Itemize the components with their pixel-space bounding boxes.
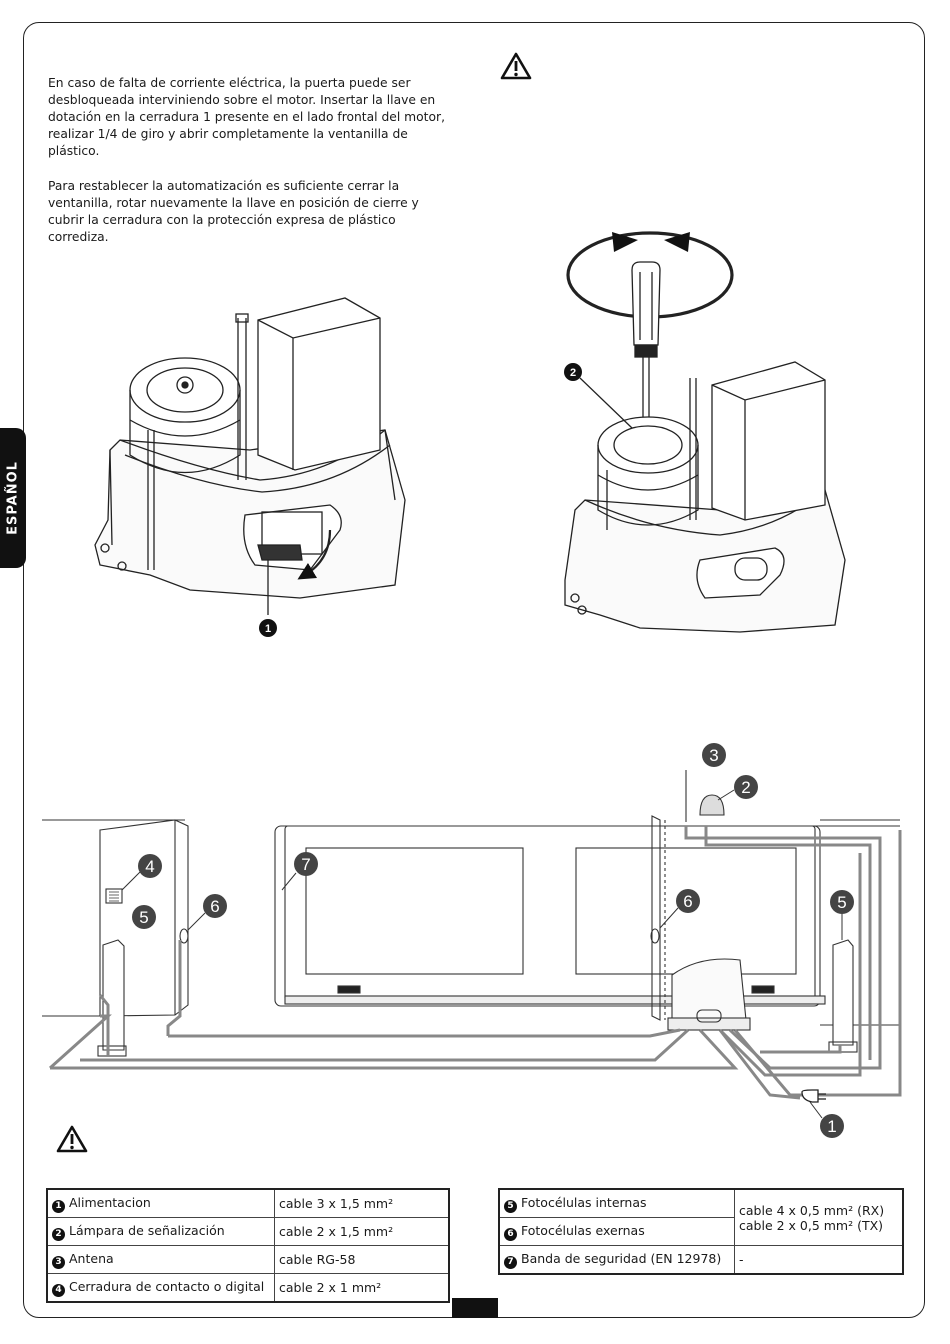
cable-routes	[48, 826, 902, 1100]
cable-tx: cable 2 x 0,5 mm² (TX)	[739, 1217, 884, 1233]
callout-power: 1	[820, 1114, 844, 1138]
installation-diagram	[42, 770, 900, 1057]
warning-icon	[500, 52, 532, 80]
svg-text:3: 3	[709, 746, 718, 765]
callout-photocell-ext-right: 6	[676, 889, 700, 913]
paragraph-unlock: En caso de falta de corriente eléctrica,…	[48, 76, 445, 158]
motor-unlock-illustration	[94, 297, 406, 615]
svg-text:6: 6	[683, 892, 692, 911]
callout-antenna: 3	[702, 743, 726, 767]
warning-icon	[56, 1125, 88, 1153]
power-plug-icon	[801, 1089, 826, 1103]
callout-photocell-ext-left: 6	[203, 894, 227, 918]
svg-text:4: 4	[145, 857, 154, 876]
svg-text:1: 1	[265, 623, 271, 635]
motor-screwdriver-illustration	[564, 231, 846, 633]
cable-rx: cable 4 x 0,5 mm² (RX)	[739, 1202, 885, 1218]
page-number-block	[452, 1298, 498, 1318]
svg-text:1: 1	[827, 1117, 836, 1136]
callout-photocell-int-left: 5	[132, 905, 156, 929]
svg-text:6: 6	[210, 897, 219, 916]
svg-text:5: 5	[837, 893, 846, 912]
language-tab: ESPAÑOL	[0, 428, 26, 568]
svg-text:5: 5	[139, 908, 148, 927]
svg-text:2: 2	[741, 778, 750, 797]
callout-lamp: 2	[734, 775, 758, 799]
paragraph-restore: Para restablecer la automatización es su…	[48, 179, 419, 244]
install-callouts: 3 2 7 4 5 6 6 5 1	[132, 743, 854, 1138]
callout-badge: 1	[259, 619, 277, 637]
callout-safety-edge: 7	[294, 852, 318, 876]
svg-text:7: 7	[301, 855, 310, 874]
svg-text:2: 2	[570, 367, 576, 379]
callout-badge: 2	[564, 363, 582, 381]
callout-photocell-int-right: 5	[830, 890, 854, 914]
callout-lock: 4	[138, 854, 162, 878]
